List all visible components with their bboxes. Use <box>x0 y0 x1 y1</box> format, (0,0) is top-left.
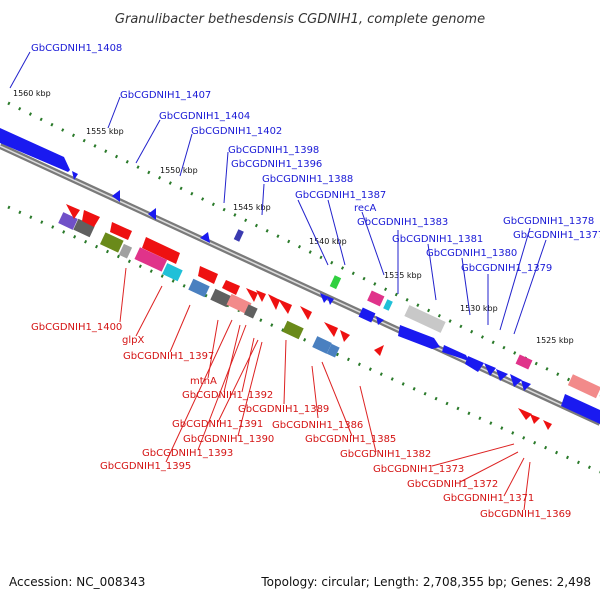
label-gbcgdnih1-1387: GbCGDNIH1_1387 <box>295 190 386 201</box>
label-gbcgdnih1-1407: GbCGDNIH1_1407 <box>120 90 211 101</box>
label-gbcgdnih1-1389: GbCGDNIH1_1389 <box>238 404 329 415</box>
label-gbcgdnih1-1377: GbCGDNIH1_1377 <box>513 230 600 241</box>
bottom-label-connectors <box>119 267 531 511</box>
label-gbcgdnih1-1388: GbCGDNIH1_1388 <box>262 174 353 185</box>
label-gbcgdnih1-1369: GbCGDNIH1_1369 <box>480 509 571 520</box>
label-gbcgdnih1-1371: GbCGDNIH1_1371 <box>443 493 534 504</box>
label-gbcgdnih1-1395: GbCGDNIH1_1395 <box>100 461 191 472</box>
label-gbcgdnih1-1400: GbCGDNIH1_1400 <box>31 322 122 333</box>
forward-strand-features <box>0 128 600 424</box>
label-gbcgdnih1-1397: GbCGDNIH1_1397 <box>123 351 214 362</box>
label-gbcgdnih1-1381: GbCGDNIH1_1381 <box>392 234 483 245</box>
label-gbcgdnih1-1385: GbCGDNIH1_1385 <box>305 434 396 445</box>
label-gbcgdnih1-1393: GbCGDNIH1_1393 <box>142 448 233 459</box>
label-gbcgdnih1-1402: GbCGDNIH1_1402 <box>191 126 282 137</box>
scale-label-1545: 1545 kbp <box>233 203 271 212</box>
scale-label-1530: 1530 kbp <box>460 304 498 313</box>
label-gbcgdnih1-1390: GbCGDNIH1_1390 <box>183 434 274 445</box>
reverse-strand-features <box>58 204 552 430</box>
label-gbcgdnih1-1378: GbCGDNIH1_1378 <box>503 216 594 227</box>
label-gbcgdnih1-1404: GbCGDNIH1_1404 <box>159 111 250 122</box>
label-gbcgdnih1-1398: GbCGDNIH1_1398 <box>228 145 319 156</box>
scale-label-1550: 1550 kbp <box>160 166 198 175</box>
label-gbcgdnih1-1392: GbCGDNIH1_1392 <box>182 390 273 401</box>
label-gbcgdnih1-1386: GbCGDNIH1_1386 <box>272 420 363 431</box>
label-gbcgdnih1-1372: GbCGDNIH1_1372 <box>407 479 498 490</box>
label-gbcgdnih1-1383: GbCGDNIH1_1383 <box>357 217 448 228</box>
scale-label-1525: 1525 kbp <box>536 336 574 345</box>
inner-scale-track <box>7 205 600 474</box>
label-gbcgdnih1-1373: GbCGDNIH1_1373 <box>373 464 464 475</box>
label-gbcgdnih1-1379: GbCGDNIH1_1379 <box>461 263 552 274</box>
label-mtna: mtnA <box>190 376 217 387</box>
top-label-connectors <box>9 51 547 335</box>
label-gbcgdnih1-1408: GbCGDNIH1_1408 <box>31 43 122 54</box>
scale-label-1560: 1560 kbp <box>13 89 51 98</box>
accession-text: Accession: NC_008343 <box>9 575 145 589</box>
map-title: Granulibacter bethesdensis CGDNIH1, comp… <box>115 12 485 27</box>
scale-label-1540: 1540 kbp <box>309 237 347 246</box>
label-gbcgdnih1-1382: GbCGDNIH1_1382 <box>340 449 431 460</box>
genome-summary: Topology: circular; Length: 2,708,355 bp… <box>260 575 591 589</box>
scale-label-1535: 1535 kbp <box>384 271 422 280</box>
label-gbcgdnih1-1396: GbCGDNIH1_1396 <box>231 159 322 170</box>
scale-label-1555: 1555 kbp <box>86 127 124 136</box>
label-reca: recA <box>354 203 377 214</box>
label-gbcgdnih1-1391: GbCGDNIH1_1391 <box>172 419 263 430</box>
label-glpx: glpX <box>122 335 144 346</box>
label-gbcgdnih1-1380: GbCGDNIH1_1380 <box>426 248 517 259</box>
